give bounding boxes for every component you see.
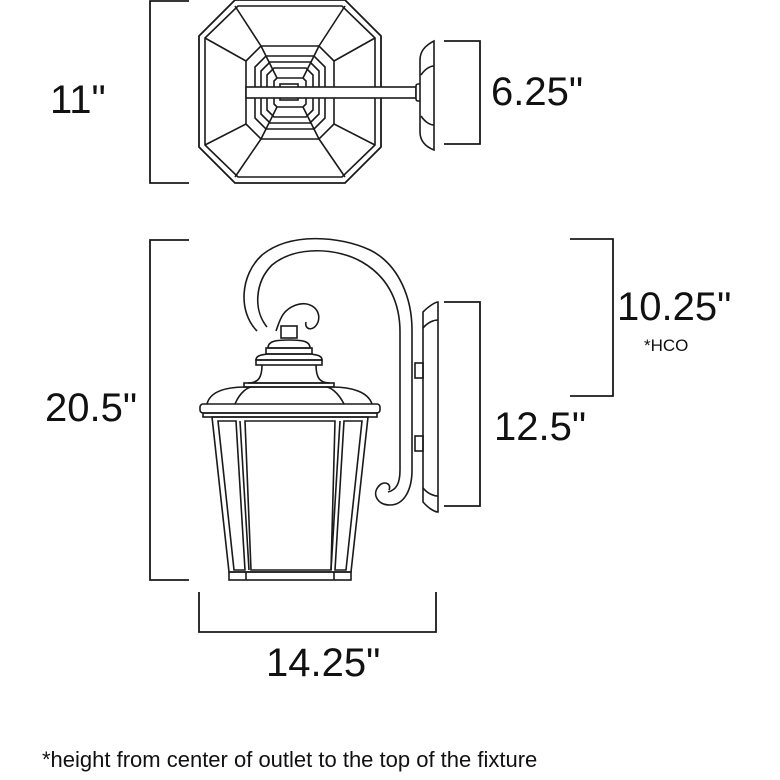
dimension-bracket-11 bbox=[149, 0, 189, 184]
hco-note-marker: *HCO bbox=[644, 336, 689, 355]
dimension-bracket-14-25 bbox=[198, 592, 437, 633]
overall-height-label: 20.5" bbox=[45, 386, 138, 430]
dimension-bracket-10-25 bbox=[570, 238, 614, 397]
extension-label: 14.25" bbox=[266, 641, 381, 685]
backplate-height-label: 12.5" bbox=[494, 405, 587, 449]
side-view-lantern bbox=[199, 237, 439, 581]
top-view-lantern bbox=[198, 0, 435, 184]
dimension-bracket-6-25 bbox=[444, 40, 481, 145]
footnote: *height from center of outlet to the top… bbox=[42, 747, 538, 772]
backplate-width-label: 6.25" bbox=[491, 70, 584, 114]
dimension-bracket-20-5 bbox=[149, 239, 189, 581]
dimension-bracket-12-5 bbox=[444, 301, 481, 507]
hco-height-label: 10.25" bbox=[617, 285, 732, 329]
overall-width-label: 11" bbox=[50, 78, 106, 122]
